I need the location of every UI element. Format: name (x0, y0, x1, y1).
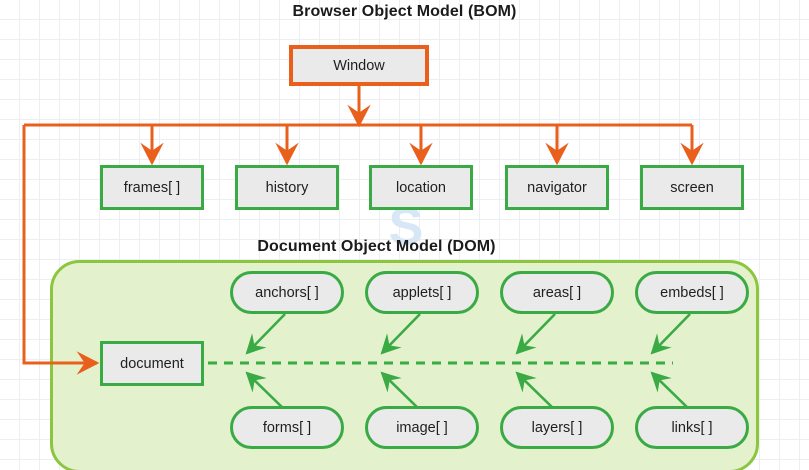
dom-section-title: Document Object Model (DOM) (257, 238, 496, 255)
node-location[interactable]: location (369, 165, 473, 210)
node-navigator[interactable]: navigator (505, 165, 609, 210)
node-embeds[interactable]: embeds[ ] (635, 271, 749, 314)
node-window[interactable]: Window (289, 45, 429, 86)
node-anchors[interactable]: anchors[ ] (230, 271, 344, 314)
node-links[interactable]: links[ ] (635, 406, 749, 449)
node-applets[interactable]: applets[ ] (365, 271, 479, 314)
node-screen[interactable]: screen (640, 165, 744, 210)
node-forms[interactable]: forms[ ] (230, 406, 344, 449)
bom-section-title: Browser Object Model (BOM) (292, 3, 517, 20)
node-areas[interactable]: areas[ ] (500, 271, 614, 314)
node-layers[interactable]: layers[ ] (500, 406, 614, 449)
node-image[interactable]: image[ ] (365, 406, 479, 449)
node-frames[interactable]: frames[ ] (100, 165, 204, 210)
node-document[interactable]: document (100, 341, 204, 386)
node-history[interactable]: history (235, 165, 339, 210)
